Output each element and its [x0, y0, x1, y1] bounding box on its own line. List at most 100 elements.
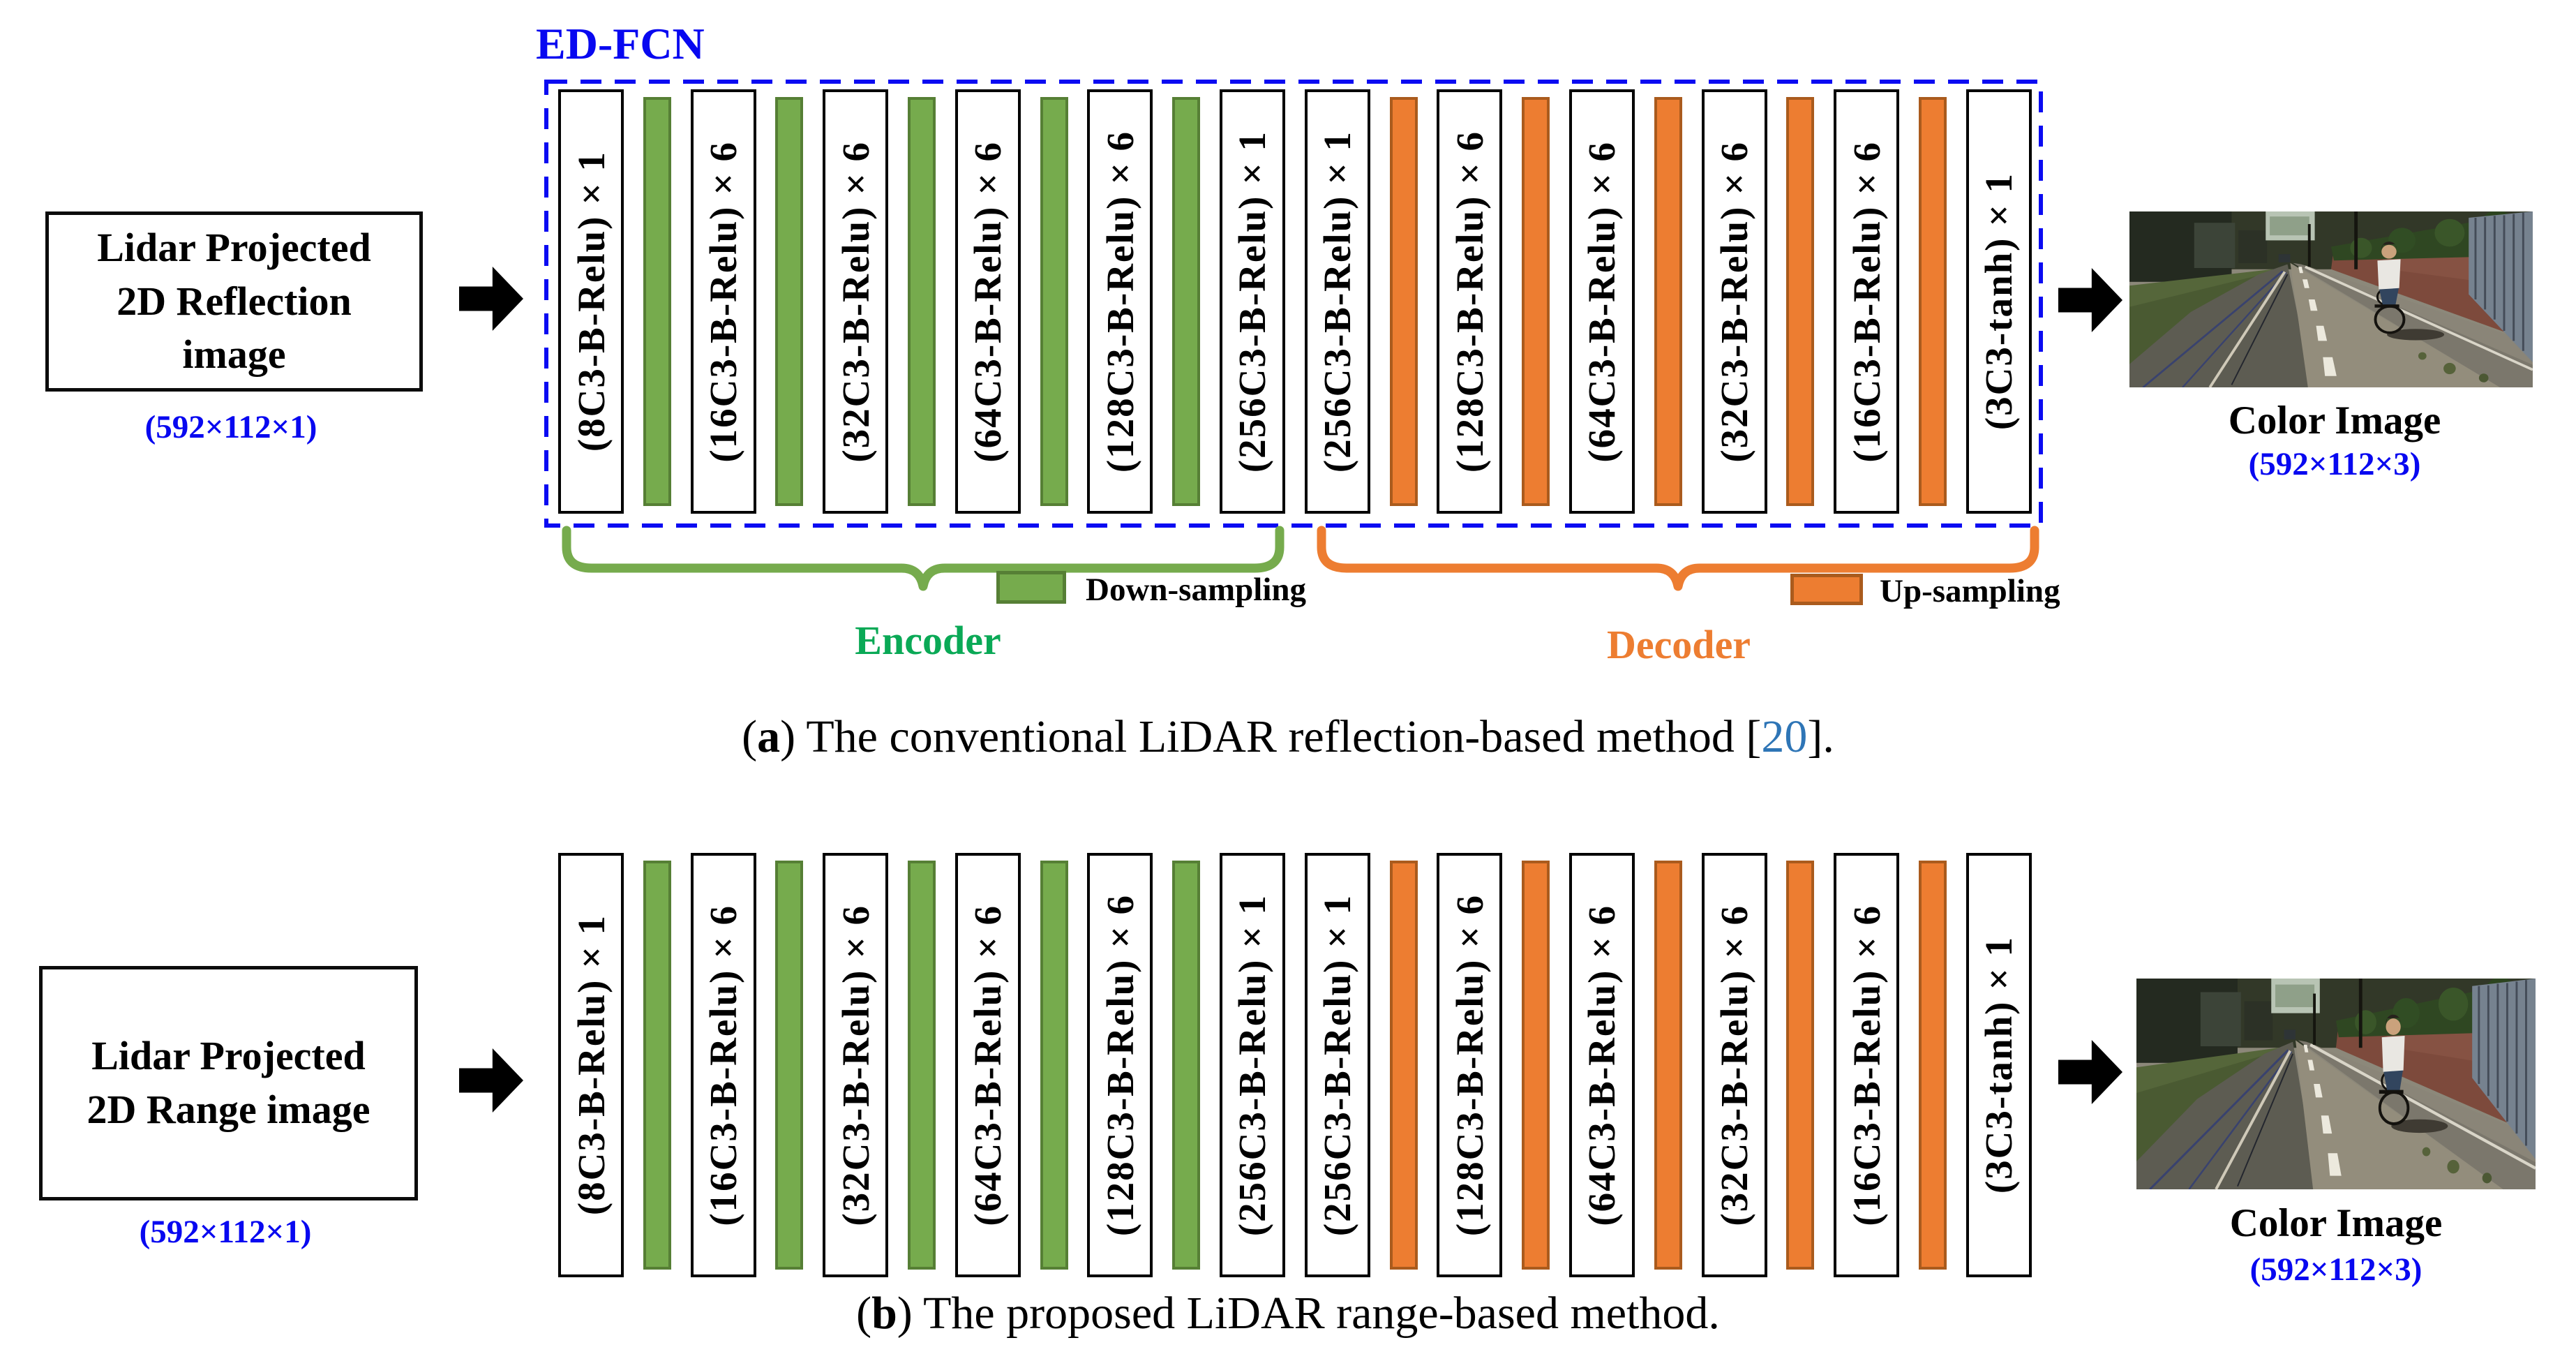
down-sampling-swatch — [996, 571, 1066, 604]
input-box-range: Lidar Projected 2D Range image — [39, 966, 418, 1200]
layer-label: (256C3-B-Relu)×1 — [1316, 130, 1359, 473]
up-sampling-bar — [1654, 861, 1682, 1270]
color-image-title-b: Color Image — [2229, 1201, 2443, 1245]
input-dims-a: (592×112×1) — [144, 409, 317, 445]
layer-label: (16C3-B-Relu)×6 — [1845, 904, 1888, 1226]
conv-layer-box: (32C3-B-Relu)×6 — [823, 853, 889, 1277]
conv-layer-box: (8C3-B-Relu)×1 — [558, 853, 624, 1277]
network-row-b: (8C3-B-Relu)×1 (16C3-B-Relu)×6 (32C3-B-R… — [558, 853, 2032, 1277]
down-sampling-bar — [1040, 97, 1068, 506]
decoder-brace — [1317, 526, 2039, 591]
up-sampling-bar — [1522, 861, 1550, 1270]
panel-a: Lidar Projected 2D Reflection image (592… — [0, 19, 2576, 764]
layer-label: (128C3-B-Relu)×6 — [1098, 893, 1141, 1237]
conv-layer-box: (128C3-B-Relu)×6 — [1437, 853, 1503, 1277]
layer-label: (16C3-B-Relu)×6 — [1845, 140, 1888, 463]
caption-b-open: ( — [856, 1288, 872, 1339]
layer-label: (256C3-B-Relu)×1 — [1231, 893, 1274, 1237]
down-sampling-bar — [907, 861, 936, 1270]
caption-a-close: ]. — [1807, 711, 1834, 762]
conv-layer-box: (16C3-B-Relu)×6 — [1834, 89, 1900, 514]
color-image-title-a: Color Image — [2228, 399, 2441, 443]
up-sampling-bar — [1522, 97, 1550, 506]
layer-label: (64C3-B-Relu)×6 — [1580, 140, 1624, 463]
down-sampling-bar — [643, 861, 671, 1270]
up-sampling-bar — [1389, 97, 1418, 506]
network-row-a: (8C3-B-Relu)×1 (16C3-B-Relu)×6 (32C3-B-R… — [558, 89, 2032, 514]
conv-layer-box: (16C3-B-Relu)×6 — [690, 89, 756, 514]
conv-layer-box: (64C3-B-Relu)×6 — [954, 853, 1021, 1277]
down-sampling-bar — [1172, 861, 1201, 1270]
input-box-reflection: Lidar Projected 2D Reflection image — [45, 211, 423, 392]
arrow-right-icon — [2058, 1040, 2122, 1104]
layer-label: (3C3-tanh)×1 — [1977, 172, 2021, 431]
layer-label: (32C3-B-Relu)×6 — [834, 904, 877, 1226]
conv-layer-box: (3C3-tanh)×1 — [1965, 853, 2032, 1277]
arrow-right-icon — [459, 267, 523, 331]
up-sampling-label: Up-sampling — [1880, 573, 2060, 609]
conv-layer-box: (128C3-B-Relu)×6 — [1087, 89, 1153, 514]
input-dims-b: (592×112×1) — [139, 1214, 312, 1250]
caption-b: (b) The proposed LiDAR range-based metho… — [0, 1287, 2576, 1340]
layer-label: (128C3-B-Relu)×6 — [1448, 130, 1491, 473]
conv-layer-box: (3C3-tanh)×1 — [1965, 89, 2032, 514]
down-sampling-bar — [775, 861, 804, 1270]
caption-a-body: ) The conventional LiDAR reflection-base… — [780, 711, 1762, 762]
decoder-label: Decoder — [1606, 622, 1751, 667]
conv-layer-box: (256C3-B-Relu)×1 — [1219, 89, 1285, 514]
layer-label: (32C3-B-Relu)×6 — [1713, 904, 1756, 1226]
conv-layer-box: (32C3-B-Relu)×6 — [1701, 853, 1767, 1277]
layer-label: (8C3-B-Relu)×1 — [569, 914, 613, 1216]
color-image-photo — [2129, 211, 2533, 387]
input-box-line: 2D Reflection — [117, 278, 352, 324]
down-sampling-bar — [643, 97, 671, 506]
up-sampling-bar — [1786, 97, 1815, 506]
input-box-line: Lidar Projected — [97, 225, 371, 271]
up-sampling-bar — [1654, 97, 1682, 506]
up-sampling-bar — [1389, 861, 1418, 1270]
conv-layer-box: (16C3-B-Relu)×6 — [690, 853, 756, 1277]
conv-layer-box: (128C3-B-Relu)×6 — [1087, 853, 1153, 1277]
reference-20-link[interactable]: 20 — [1761, 711, 1808, 762]
conv-layer-box: (64C3-B-Relu)×6 — [1568, 853, 1635, 1277]
conv-layer-box: (128C3-B-Relu)×6 — [1437, 89, 1503, 514]
conv-layer-box: (256C3-B-Relu)×1 — [1219, 853, 1285, 1277]
output-dims-b: (592×112×3) — [2249, 1251, 2423, 1288]
conv-layer-box: (64C3-B-Relu)×6 — [954, 89, 1021, 514]
conv-layer-box: (8C3-B-Relu)×1 — [558, 89, 624, 514]
down-sampling-bar — [775, 97, 804, 506]
up-sampling-bar — [1918, 861, 1947, 1270]
conv-layer-box: (64C3-B-Relu)×6 — [1568, 89, 1635, 514]
layer-label: (3C3-tanh)×1 — [1977, 936, 2021, 1194]
caption-b-body: ) The proposed LiDAR range-based method. — [897, 1288, 1720, 1339]
arrow-right-icon — [459, 1048, 523, 1113]
down-sampling-bar — [1040, 861, 1068, 1270]
conv-layer-box: (16C3-B-Relu)×6 — [1834, 853, 1900, 1277]
down-sampling-label: Down-sampling — [1086, 572, 1307, 608]
down-sampling-bar — [907, 97, 936, 506]
layer-label: (32C3-B-Relu)×6 — [1713, 140, 1756, 463]
caption-a: (a) The conventional LiDAR reflection-ba… — [0, 711, 2576, 764]
layer-label: (16C3-B-Relu)×6 — [702, 904, 745, 1226]
encoder-brace — [562, 526, 1285, 591]
layer-label: (128C3-B-Relu)×6 — [1448, 893, 1491, 1237]
ed-fcn-dashed-frame — [544, 80, 2043, 528]
conv-layer-box: (256C3-B-Relu)×1 — [1304, 853, 1370, 1277]
input-box-line: Lidar Projected — [91, 1033, 366, 1079]
caption-b-letter: b — [871, 1288, 897, 1339]
up-sampling-bar — [1786, 861, 1815, 1270]
layer-label: (128C3-B-Relu)×6 — [1098, 130, 1141, 473]
layer-label: (64C3-B-Relu)×6 — [966, 904, 1010, 1226]
layer-label: (32C3-B-Relu)×6 — [834, 140, 877, 463]
up-sampling-bar — [1918, 97, 1947, 506]
caption-a-open: ( — [742, 711, 758, 762]
panel-b: Lidar Projected 2D Range image (592×112×… — [0, 789, 2576, 1368]
conv-layer-box: (256C3-B-Relu)×1 — [1304, 89, 1370, 514]
input-box-line: image — [182, 332, 286, 378]
layer-label: (16C3-B-Relu)×6 — [702, 140, 745, 463]
encoder-label: Encoder — [855, 618, 1001, 663]
output-dims-a: (592×112×3) — [2248, 446, 2421, 482]
arrow-right-icon — [2058, 268, 2122, 332]
layer-label: (256C3-B-Relu)×1 — [1316, 893, 1359, 1237]
down-sampling-bar — [1172, 97, 1201, 506]
